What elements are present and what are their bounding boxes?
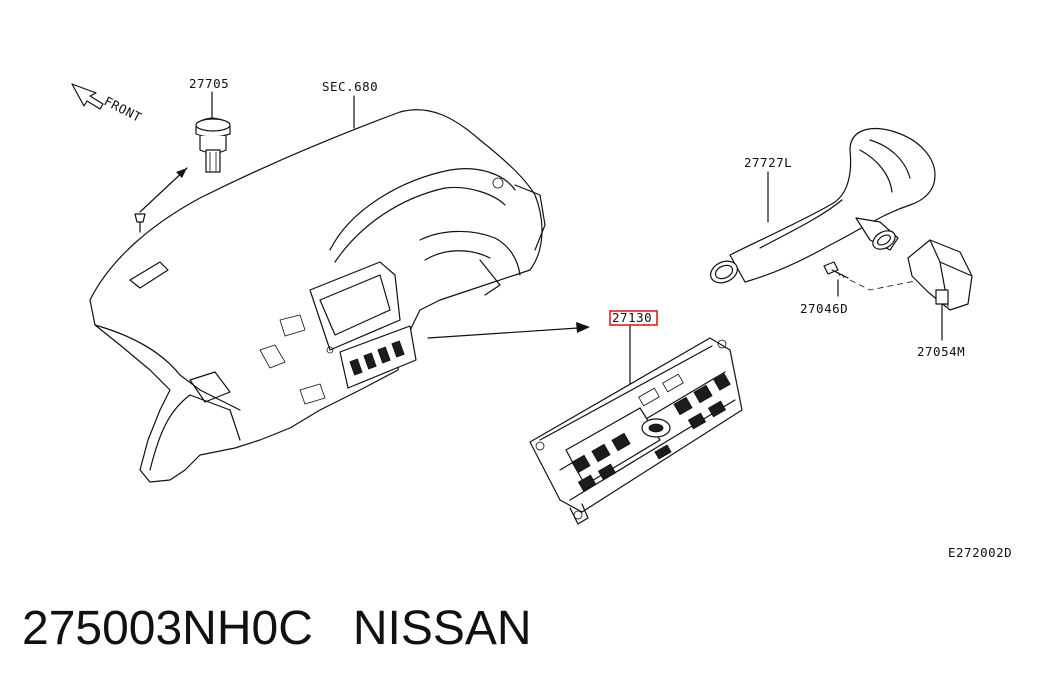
label-27046d: 27046D [800,301,848,316]
label-27054m: 27054M [917,344,965,359]
label-27130: 27130 [612,310,652,325]
detail-pointer-arrowhead [576,322,590,333]
callout-27130: 27130 [609,310,658,391]
part-27705: 27705 [134,76,231,233]
diagram-code: E272002D [948,545,1012,560]
part-caption: 275003NH0C NISSAN [22,596,532,662]
label-27727l: 27727L [744,155,792,170]
control-unit-27130 [529,337,743,525]
highlight-box [609,310,658,326]
detail-pointer-line [427,327,579,339]
label-sec-680: SEC.680 [322,79,378,94]
label-27705: 27705 [189,76,229,91]
part-number: 275003NH0C [22,602,313,655]
front-label: FRONT [102,93,145,125]
duct-27727l: 27727L [710,128,936,284]
instrument-panel [89,109,546,483]
parts-diagram: FRONT 27705 SEC.680 [71,76,1012,560]
sensor-27054m: 27054M [907,239,973,359]
brand-name: NISSAN [352,602,532,655]
bolt-27046d: 27046D [800,261,921,316]
front-arrow: FRONT [71,83,145,125]
